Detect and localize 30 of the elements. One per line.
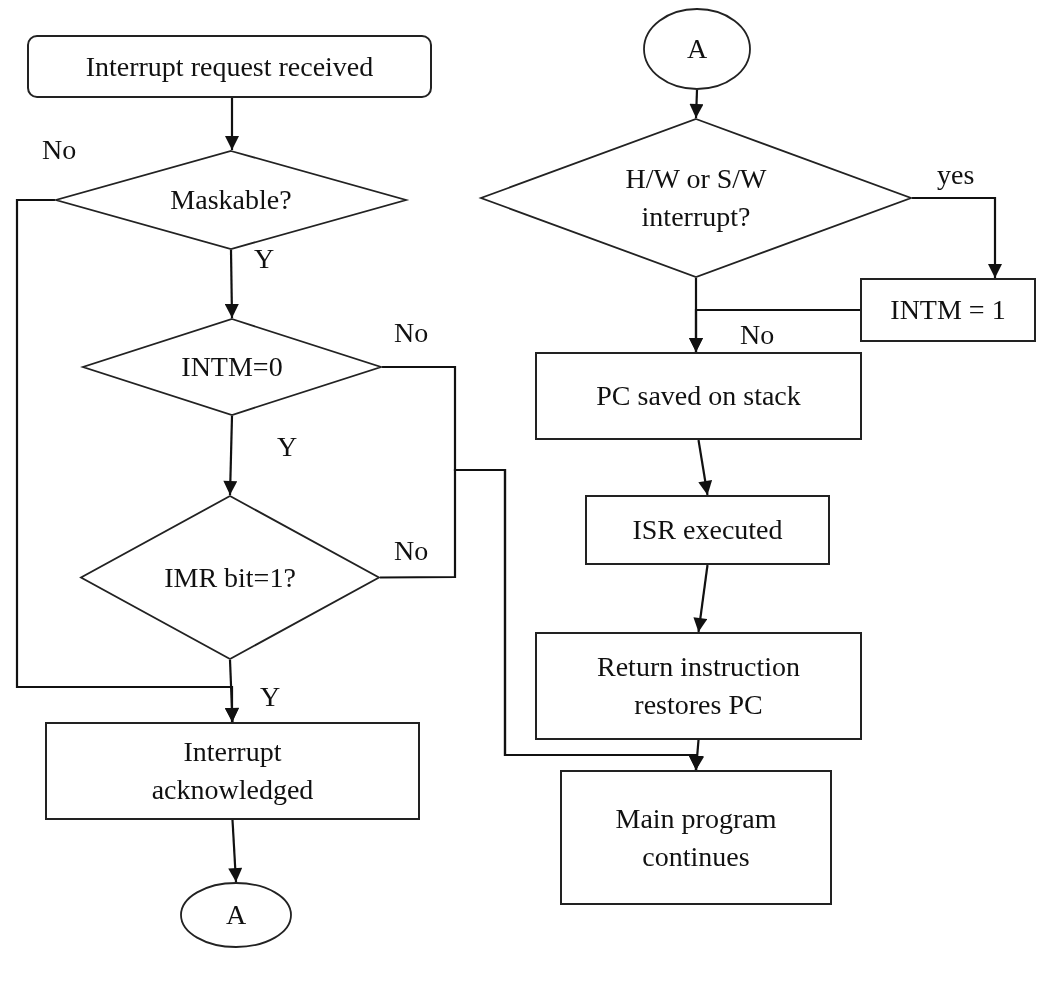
process-box (585, 495, 830, 565)
start-box (27, 35, 432, 98)
arrow (693, 564, 709, 633)
arrow (224, 250, 239, 318)
node-text: INTM = 1 (889, 293, 1007, 328)
arrow (15, 198, 239, 722)
process-box (560, 770, 832, 905)
process-box (860, 278, 1036, 342)
node-text: Interrupt request received (84, 49, 375, 84)
process-box (535, 632, 862, 740)
node-text: Interrupt acknowledged (150, 735, 315, 807)
node-text: Maskable? (169, 183, 293, 218)
node-text: Return instruction restores PC (596, 650, 801, 722)
arrow (689, 308, 860, 352)
arrow (228, 819, 243, 883)
arrow (697, 439, 713, 496)
node-text: PC saved on stack (595, 379, 802, 414)
arrow (223, 415, 238, 496)
node-text: A (224, 898, 248, 933)
node-text: Main program continues (614, 801, 778, 874)
node-text: A (685, 32, 709, 67)
arrow (225, 98, 239, 150)
node-text: IMR bit=1? (163, 560, 297, 595)
node-text: ISR executed (631, 513, 784, 548)
arrow (689, 89, 704, 119)
arrow (912, 196, 1002, 278)
process-box (45, 722, 420, 820)
node-text: H/W or S/W interrupt? (624, 162, 768, 234)
node-text: INTM=0 (180, 350, 284, 385)
process-box (535, 352, 862, 440)
